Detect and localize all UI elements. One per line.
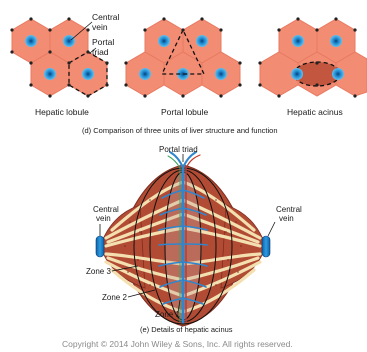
central-vein-right	[262, 236, 270, 257]
hepatic-acinus-title: Hepatic acinus	[287, 107, 343, 117]
central-vein	[292, 35, 304, 47]
hepatic-acinus-panel: Hepatic acinus	[258, 17, 367, 117]
central-vein	[215, 68, 227, 80]
copyright-notice: Copyright © 2014 John Wiley & Sons, Inc.…	[62, 339, 293, 349]
central-vein-left-label-2: vein	[96, 214, 111, 223]
central-vein	[158, 35, 170, 47]
acinus-detail: Portal triad Central vein Central vein Z…	[86, 145, 302, 326]
portal-lobule-title: Portal lobule	[161, 107, 209, 117]
central-vein-right-leader	[268, 222, 275, 236]
hepatic-lobule-panel: Central vein Portal triad Hepatic lobule	[10, 12, 119, 117]
central-vein	[63, 35, 75, 47]
central-vein-right-label-1: Central	[276, 205, 302, 214]
central-vein-right-label-2: vein	[279, 214, 294, 223]
central-vein-left	[96, 236, 104, 257]
portal-triad-label-2: triad	[92, 47, 109, 57]
caption-d: (d) Comparison of three units of liver s…	[82, 126, 278, 135]
portal-triad-label-1: Portal	[92, 37, 114, 47]
central-vein	[44, 68, 56, 80]
portal-triad-label: Portal triad	[159, 145, 198, 154]
portal-lobule-panel: Portal lobule	[124, 17, 241, 117]
central-vein-label-2: vein	[92, 22, 108, 32]
hepatic-lobule-title: Hepatic lobule	[35, 107, 89, 117]
central-vein	[332, 68, 344, 80]
zone-3-label: Zone 3	[86, 267, 111, 276]
central-vein	[82, 68, 94, 80]
caption-e: (e) Details of hepatic acinus	[140, 325, 233, 334]
zone-1-label: Zone 1	[155, 310, 180, 319]
central-vein-label-1: Central	[92, 12, 120, 22]
central-vein	[330, 35, 342, 47]
central-vein-left-label-1: Central	[93, 205, 119, 214]
central-vein	[139, 68, 151, 80]
zone-2-label: Zone 2	[102, 293, 127, 302]
central-vein	[196, 35, 208, 47]
central-vein	[291, 68, 303, 80]
central-vein	[25, 35, 37, 47]
